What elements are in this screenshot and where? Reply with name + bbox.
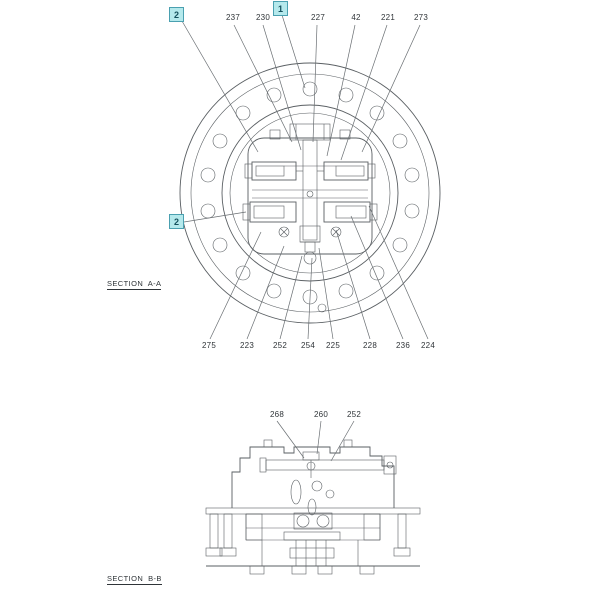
callout-228[interactable]: 228 [363, 341, 377, 350]
pipe-assembly [259, 451, 397, 478]
callout-box-2-lower[interactable]: 2 [169, 214, 184, 229]
valve-mechanism [242, 123, 378, 265]
callout-268[interactable]: 268 [270, 410, 284, 419]
callout-box-2-upper[interactable]: 2 [169, 7, 184, 22]
callout-42[interactable]: 42 [351, 13, 361, 22]
callout-275[interactable]: 275 [202, 341, 216, 350]
bolt-holes [200, 81, 420, 313]
callout-227[interactable]: 227 [311, 13, 325, 22]
section-a-title: SECTION A-A [107, 279, 162, 290]
callout-223[interactable]: 223 [240, 341, 254, 350]
callout-236[interactable]: 236 [396, 341, 410, 350]
leader-lines-section-a [181, 14, 429, 340]
callout-225[interactable]: 225 [326, 341, 340, 350]
callout-252b[interactable]: 252 [347, 410, 361, 419]
callout-224[interactable]: 224 [421, 341, 435, 350]
callout-237[interactable]: 237 [226, 13, 240, 22]
callout-254[interactable]: 254 [301, 341, 315, 350]
section-b-drawing [205, 420, 421, 575]
callout-box-1[interactable]: 1 [273, 1, 288, 16]
flange-bolts [205, 513, 411, 557]
callout-252[interactable]: 252 [273, 341, 287, 350]
callout-230[interactable]: 230 [256, 13, 270, 22]
callout-273[interactable]: 273 [414, 13, 428, 22]
callout-221[interactable]: 221 [381, 13, 395, 22]
housing-rings [179, 62, 441, 324]
section-a-drawing [179, 14, 441, 340]
callout-260[interactable]: 260 [314, 410, 328, 419]
leader-lines-section-b [276, 420, 355, 462]
section-b-title: SECTION B-B [107, 574, 162, 585]
